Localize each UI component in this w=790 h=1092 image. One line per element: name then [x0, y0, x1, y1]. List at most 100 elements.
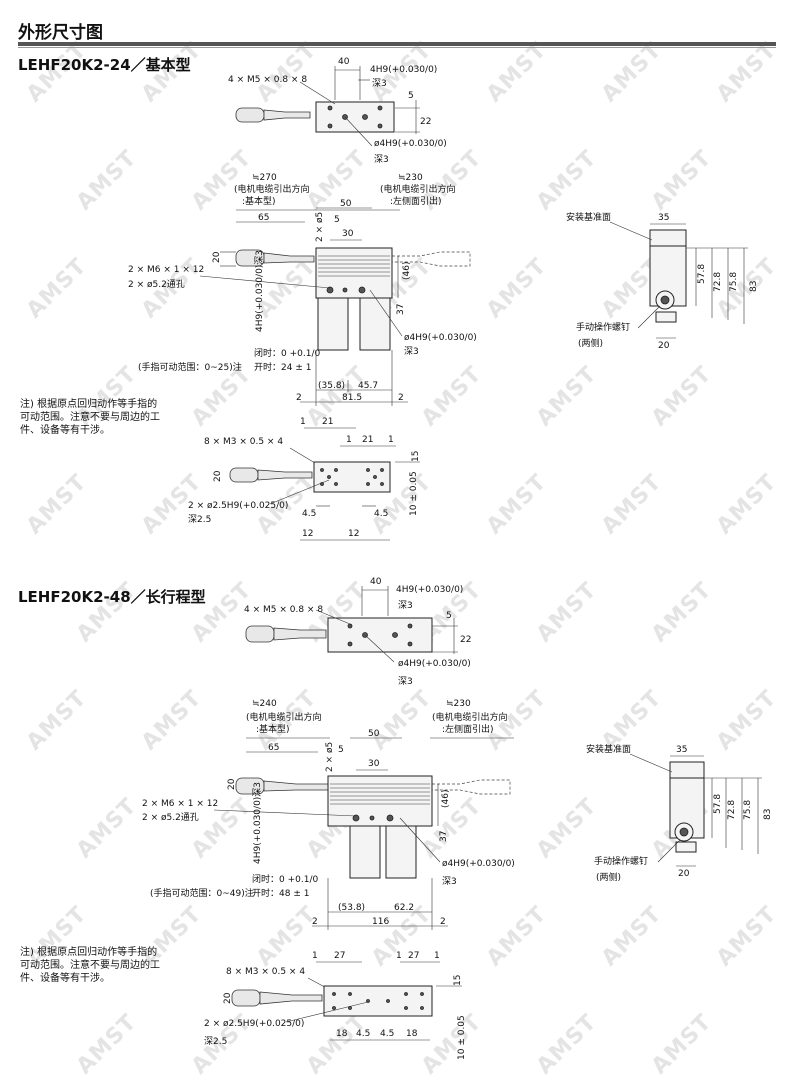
dim-label: 20 — [212, 251, 222, 263]
cable-connector — [245, 625, 275, 643]
dim-label: 2 × ø2.5H9(+0.025/0) — [204, 1019, 304, 1029]
hole — [342, 287, 348, 293]
dim-label: 65 — [258, 213, 269, 223]
dim-label: 2 × ø2.5H9(+0.025/0) — [188, 501, 288, 511]
dim-label: 2 — [398, 393, 404, 403]
dim-label: 8 × M3 × 0.5 × 4 — [226, 967, 305, 977]
dim-label: (35.8) — [318, 381, 345, 391]
finger-left — [349, 825, 381, 879]
dim-label: 深3 — [404, 346, 419, 357]
bottom-view: 1 21 1 21 1 8 × M3 × 0.5 × 4 20 15 2 × ø… — [188, 417, 421, 541]
dim-label: 45.7 — [358, 381, 378, 391]
dim-label: :基本型) — [242, 195, 276, 207]
dim-label: 18 — [336, 1029, 348, 1039]
cable-alt-route — [432, 779, 511, 795]
dim-label: 21 — [362, 435, 373, 445]
title-divider-thin — [18, 47, 776, 48]
finger-left — [317, 297, 349, 351]
cable-connector — [231, 989, 261, 1007]
dim-label: :左侧面引出) — [390, 195, 442, 207]
side-top — [669, 761, 705, 779]
dim-label: 18 — [406, 1029, 418, 1039]
dim-label: 4.5 — [380, 1029, 394, 1039]
dim-label: 手动操作螺钉 — [576, 321, 630, 333]
dim-label: 27 — [408, 951, 419, 961]
hole — [326, 286, 334, 294]
dim-label: (两侧) — [578, 337, 603, 349]
bottom-view: 1 27 1 27 1 8 × M3 × 0.5 × 4 20 15 2 × ø… — [204, 951, 467, 1060]
manual-screw-center — [660, 295, 670, 305]
hole — [327, 105, 333, 111]
dim-label: 开时：48 ± 1 — [252, 887, 309, 899]
dim-label: 2 — [296, 393, 302, 403]
ribs — [318, 255, 390, 277]
dim-label: 2 × ø5 — [325, 742, 335, 772]
dim-label: ø4H9(+0.030/0) — [404, 333, 477, 343]
dim-label: 75.8 — [743, 800, 753, 820]
dim-label: ≒270 — [252, 173, 277, 183]
side-view: 35 安装基准面 57.8 72.8 75.8 83 手动操作螺钉 (两侧) 2… — [566, 211, 759, 351]
dim-label: (电机电缆引出方向 — [380, 183, 456, 195]
dim-label: ø4H9(+0.030/0) — [442, 859, 515, 869]
dim-label: 4.5 — [302, 509, 316, 519]
dim-label: 37 — [396, 304, 406, 315]
side-view: 35 安装基准面 57.8 72.8 75.8 83 手动操作螺钉 (两侧) 2… — [586, 743, 773, 883]
dim-label: 2 × ø5.2通孔 — [128, 279, 185, 290]
gripper-body-top — [327, 617, 433, 653]
finger-right — [385, 825, 417, 879]
section-long-stroke-drawings: 40 4H9(+0.030/0) 深3 4 × M5 × 0.8 × 8 5 2… — [142, 577, 773, 1060]
dim-label: 深3 — [374, 154, 389, 165]
hole — [377, 105, 383, 111]
bottom-body — [323, 985, 433, 1017]
dim-label: 8 × M3 × 0.5 × 4 — [204, 437, 283, 447]
dim-label: 4H9(+0.030/0)深3 — [252, 782, 263, 864]
dim-label: 2 × M6 × 1 × 12 — [142, 799, 218, 809]
dim-label: 4.5 — [356, 1029, 370, 1039]
bottom-body — [313, 461, 391, 493]
dim-label: (电机电缆引出方向 — [432, 711, 508, 723]
dim-label: 21 — [322, 417, 333, 427]
dim-label: 深3 — [398, 600, 413, 611]
dim-label: 2 — [312, 917, 318, 927]
dim-label: (手指可动范围：0~49)注 — [150, 887, 254, 899]
dim-label: 12 — [348, 529, 359, 539]
dim-label: 116 — [372, 917, 389, 927]
cable — [257, 469, 313, 481]
dim-label: 50 — [368, 729, 380, 739]
dim-label: 安装基准面 — [586, 743, 631, 755]
dim-label: (电机电缆引出方向 — [246, 711, 322, 723]
dim-label: (46) — [402, 262, 412, 280]
cable-connector — [229, 467, 259, 483]
dim-label: :左侧面引出) — [442, 723, 494, 735]
ribs — [330, 783, 430, 805]
cable-connector — [235, 107, 265, 123]
dim-label: 深3 — [372, 78, 387, 89]
dim-label: 62.2 — [394, 903, 414, 913]
dim-label: 57.8 — [697, 264, 707, 284]
dim-label: 40 — [338, 57, 350, 67]
dim-label: 20 — [213, 470, 223, 482]
dim-label: 10 ± 0.05 — [457, 1015, 467, 1060]
cable-alt-route — [392, 251, 471, 267]
cable — [263, 252, 315, 264]
dim-label: ≒240 — [252, 699, 277, 709]
dim-label: 安装基准面 — [566, 211, 611, 223]
side-top — [649, 229, 687, 247]
hole — [362, 114, 368, 120]
dim-label: (46) — [441, 790, 451, 808]
dim-label: 1 — [434, 951, 440, 961]
cable — [259, 991, 323, 1005]
dim-label: (53.8) — [338, 903, 365, 913]
dim-label: ø4H9(+0.030/0) — [398, 659, 471, 669]
dim-label: 1 — [300, 417, 306, 427]
dim-label: (手指可动范围：0~25)注 — [138, 361, 242, 373]
dim-label: 5 — [334, 215, 340, 225]
dim-label: 4 × M5 × 0.8 × 8 — [228, 75, 307, 85]
dim-label: 30 — [368, 759, 380, 769]
dim-label: 83 — [749, 281, 759, 292]
dim-label: ø4H9(+0.030/0) — [374, 139, 447, 149]
dim-label: 5 — [408, 91, 414, 101]
dim-label: (电机电缆引出方向 — [234, 183, 310, 195]
dim-label: 37 — [439, 831, 449, 842]
